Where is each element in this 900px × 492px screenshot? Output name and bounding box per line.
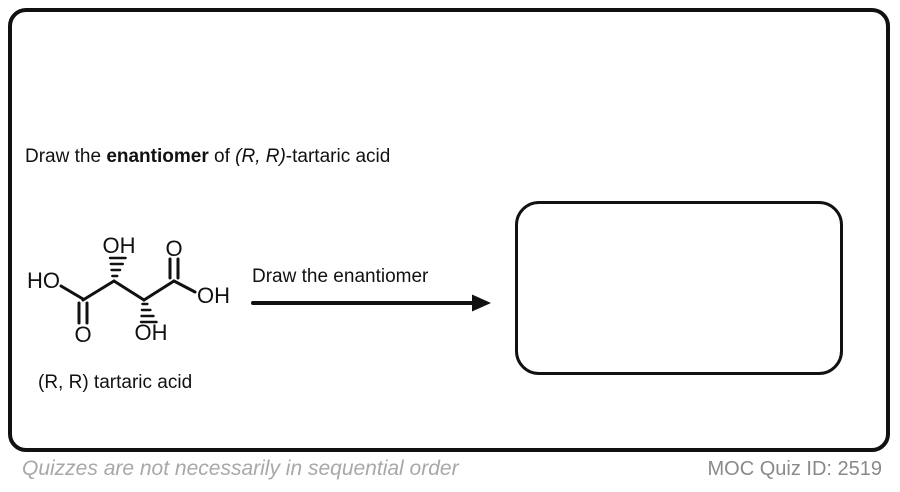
question-title-bold: enantiomer — [106, 146, 209, 167]
bond-carboxyl-right-to-oh — [172, 279, 197, 294]
bond-ho-to-carboxyl-left — [59, 284, 85, 301]
footer-note: Quizzes are not necessarily in sequentia… — [22, 457, 459, 480]
atom-label-oh-right: OH — [197, 283, 230, 308]
answer-drawing-area[interactable] — [515, 201, 843, 375]
question-title-prefix: Draw the — [25, 146, 107, 167]
reaction-arrow-label: Draw the enantiomer — [252, 266, 429, 287]
atom-label-o-right: O — [165, 236, 182, 261]
hashed-wedge-c2-oh — [108, 256, 127, 278]
atom-label-oh-top: OH — [103, 233, 136, 258]
reaction-arrow — [251, 294, 491, 312]
atom-label-ho-left: HO — [27, 268, 60, 293]
question-title-stereodescriptor: (R, R) — [235, 146, 286, 167]
question-title-mid: of — [208, 146, 236, 167]
atom-label-oh-bottom: OH — [135, 320, 168, 345]
atom-label-o-left: O — [74, 322, 91, 347]
bond-c3-to-carboxyl-right — [142, 279, 176, 302]
arrow-head-icon — [472, 294, 491, 312]
bond-carboxyl-left-to-c2 — [81, 279, 116, 302]
question-title: Draw the enantiomer of (R, R)-tartaric a… — [25, 146, 390, 168]
hashed-wedge-c3-oh — [139, 302, 158, 324]
molecule-caption: (R, R) tartaric acid — [38, 372, 193, 393]
question-title-suffix: -tartaric acid — [285, 146, 391, 167]
bond-c2-to-c3 — [112, 279, 146, 302]
tartaric-acid-structure: HO O OH O OH OH — [27, 233, 230, 347]
quiz-id: MOC Quiz ID: 2519 — [707, 458, 882, 480]
